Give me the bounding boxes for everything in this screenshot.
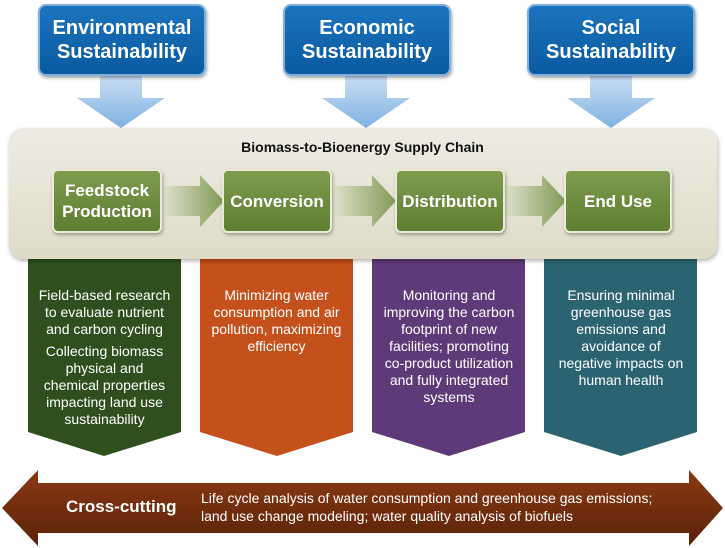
supply-chain-title: Biomass-to-Bioenergy Supply Chain xyxy=(241,139,484,155)
pillar-environmental-line1: Environmental xyxy=(52,17,192,39)
cross-cutting-label: Cross-cutting xyxy=(66,497,177,516)
end-use-description: Ensuring minimal greenhouse gas emission… xyxy=(553,287,689,394)
conversion-description: Minimizing water consumption and air pol… xyxy=(207,287,346,360)
cross-cutting-text: Life cycle analysis of water consumption… xyxy=(201,490,653,524)
conversion-description-text: Minimizing water consumption and air pol… xyxy=(211,287,342,354)
stage-end-use: End Use xyxy=(564,169,672,233)
feedstock-description-2: Collecting biomass physical and chemical… xyxy=(43,343,166,427)
right-arrow-1 xyxy=(161,175,224,227)
stage-distribution-label: Distribution xyxy=(402,191,498,211)
stage-feedstock-production: Feedstock Production xyxy=(52,169,162,233)
distribution-description: Monitoring and improving the carbon foot… xyxy=(380,287,518,411)
distribution-column xyxy=(372,259,525,456)
pillar-environmental: Environmental Sustainability xyxy=(38,4,206,76)
down-arrow-economic xyxy=(322,76,410,128)
stage-feedstock-line2: Production xyxy=(62,202,152,221)
distribution-description-text: Monitoring and improving the carbon foot… xyxy=(383,287,515,405)
stage-end-use-label: End Use xyxy=(583,191,653,211)
conversion-column xyxy=(200,259,353,456)
pillar-economic-line2: Sustainability xyxy=(301,41,433,63)
down-arrow-environmental xyxy=(77,76,165,128)
right-arrow-2 xyxy=(331,175,396,227)
down-arrow-social xyxy=(567,76,655,128)
stage-conversion-label: Conversion xyxy=(230,191,324,211)
stage-distribution: Distribution xyxy=(395,169,505,233)
end-use-column xyxy=(544,259,697,456)
pillar-social-line1: Social xyxy=(581,17,641,39)
end-use-description-text: Ensuring minimal greenhouse gas emission… xyxy=(558,287,684,388)
feedstock-description: Field-based research to evaluate nutrien… xyxy=(38,287,171,433)
feedstock-description-1: Field-based research to evaluate nutrien… xyxy=(38,287,171,337)
stage-conversion: Conversion xyxy=(222,169,332,233)
feedstock-column xyxy=(28,259,181,456)
pillar-economic: Economic Sustainability xyxy=(283,4,451,76)
pillar-economic-line1: Economic xyxy=(319,17,415,39)
right-arrow-3 xyxy=(502,175,566,227)
stage-feedstock-line1: Feedstock xyxy=(64,181,150,200)
cross-cutting-arrow xyxy=(2,470,723,546)
pillar-social-line2: Sustainability xyxy=(545,41,677,63)
pillar-social: Social Sustainability xyxy=(527,4,695,76)
pillar-environmental-line2: Sustainability xyxy=(56,41,187,63)
